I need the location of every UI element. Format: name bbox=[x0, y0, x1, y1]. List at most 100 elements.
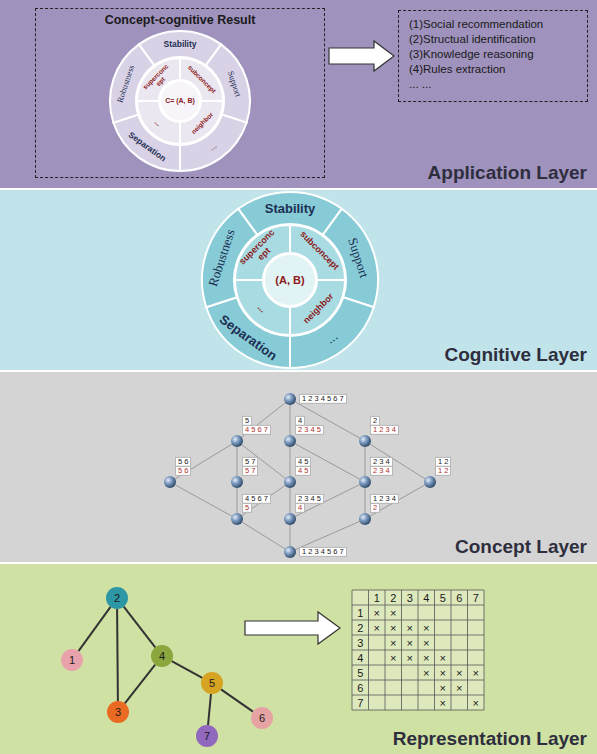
table-mark: × bbox=[423, 621, 429, 633]
vertex-number: 5 bbox=[209, 678, 215, 689]
table-mark: × bbox=[456, 681, 462, 693]
ring-label: Robustness bbox=[116, 64, 137, 104]
lattice-line bbox=[170, 482, 237, 519]
table-header: 2 bbox=[390, 591, 396, 603]
layer-band: Representation Layer1234567 bbox=[0, 564, 597, 754]
graph-edge bbox=[208, 694, 211, 725]
table-header: 1 bbox=[357, 606, 363, 618]
table-mark: × bbox=[440, 696, 446, 708]
graph-edge bbox=[221, 689, 253, 711]
lattice-line bbox=[170, 441, 237, 482]
lattice-line bbox=[290, 482, 365, 519]
table-mark: × bbox=[407, 651, 413, 663]
lattice-extent: 2 3 4 5 bbox=[296, 495, 323, 503]
lattice-intent: 4 5 6 7 bbox=[243, 426, 270, 434]
ring-center-label: C= (A, B) bbox=[163, 97, 197, 105]
ring-label: ... bbox=[323, 329, 340, 347]
table-header: 6 bbox=[456, 591, 462, 603]
lattice-intent: 4 5 bbox=[296, 467, 310, 475]
table-mark: × bbox=[374, 621, 380, 633]
graph-vertex: 7 bbox=[196, 725, 218, 747]
band-fill bbox=[0, 564, 597, 754]
table-grid bbox=[484, 590, 485, 710]
lattice-line bbox=[290, 399, 365, 441]
lattice-sphere bbox=[164, 476, 176, 488]
lattice-intent: 5 6 bbox=[176, 467, 190, 475]
list-item: (2)Structual identification bbox=[409, 32, 577, 47]
lattice-sphere bbox=[231, 513, 243, 525]
table-header: 2 bbox=[357, 621, 363, 633]
ring-center-label: (A, B) bbox=[268, 274, 312, 286]
table-mark: × bbox=[390, 606, 396, 618]
lattice-intent: 5 bbox=[243, 504, 251, 512]
graph-vertex: 1 bbox=[61, 649, 83, 671]
table-header: 5 bbox=[440, 591, 446, 603]
table-grid bbox=[467, 590, 468, 710]
list-item: ... ... bbox=[409, 77, 577, 92]
lattice-sphere bbox=[284, 435, 296, 447]
graph-vertex: 5 bbox=[201, 672, 223, 694]
result-box: Concept-cognitive Result bbox=[35, 8, 325, 178]
list-item: (4)Rules extraction bbox=[409, 62, 577, 77]
lattice-line bbox=[290, 399, 291, 441]
ring-label: Support bbox=[225, 69, 242, 97]
lattice-sphere bbox=[231, 476, 243, 488]
table-ground bbox=[352, 590, 484, 710]
ring-center bbox=[160, 81, 200, 121]
ring-label: Separation bbox=[217, 312, 280, 363]
table-header: 4 bbox=[423, 591, 429, 603]
lattice-extent: 2 bbox=[371, 417, 379, 425]
vertex-number: 1 bbox=[69, 655, 75, 666]
table-mark: × bbox=[473, 696, 479, 708]
table-grid bbox=[434, 590, 435, 710]
lattice-intent: 5 7 bbox=[243, 467, 257, 475]
table-grid bbox=[352, 680, 484, 681]
lattice-intent: 2 bbox=[371, 504, 379, 512]
table-header: 7 bbox=[357, 696, 363, 708]
lattice-intent: 2 3 4 bbox=[371, 467, 392, 475]
lattice-line bbox=[237, 519, 290, 552]
lattice-line bbox=[365, 441, 430, 482]
table-mark: × bbox=[423, 651, 429, 663]
vertex-number: 4 bbox=[159, 651, 165, 662]
lattice-intent: 2 3 4 5 bbox=[296, 426, 323, 434]
block-arrow bbox=[329, 41, 394, 71]
table-header: 6 bbox=[357, 681, 363, 693]
lattice-extent: 1 2 bbox=[436, 458, 450, 466]
table-grid bbox=[352, 695, 484, 696]
table-mark: × bbox=[407, 621, 413, 633]
ring-label: superconc ept bbox=[140, 61, 176, 97]
lattice-extent: 2 3 4 bbox=[371, 458, 392, 466]
lattice-extent: 4 bbox=[296, 417, 304, 425]
lattice-extent: 5 bbox=[243, 417, 251, 425]
lattice-intent: 1 2 3 4 bbox=[371, 426, 398, 434]
ring-label: neighbor bbox=[302, 292, 336, 326]
graph-edge bbox=[116, 609, 119, 701]
graph-vertex: 6 bbox=[251, 707, 273, 729]
table-mark: × bbox=[473, 666, 479, 678]
layer-title: Application Layer bbox=[428, 162, 587, 184]
lattice-line bbox=[237, 399, 290, 441]
table-mark: × bbox=[374, 606, 380, 618]
ring-label: subconcept bbox=[187, 63, 218, 94]
table-header: 3 bbox=[357, 636, 363, 648]
vertex-number: 3 bbox=[115, 707, 121, 718]
graph-edge bbox=[125, 665, 155, 704]
graph-vertex: 3 bbox=[107, 701, 129, 723]
table-grid bbox=[451, 590, 452, 710]
list-item: (3)Knowledge reasoning bbox=[409, 47, 577, 62]
lattice-line bbox=[237, 482, 290, 519]
lattice-extent: 4 5 6 7 bbox=[243, 495, 270, 503]
table-header: 1 bbox=[374, 591, 380, 603]
ring-label: ... bbox=[153, 119, 162, 128]
lattice-line bbox=[365, 482, 430, 519]
application-list: (1)Social recommendation(2)Structual ide… bbox=[398, 10, 588, 102]
ring-label: superconc ept bbox=[236, 226, 287, 277]
lattice-intent: 1 2 bbox=[436, 467, 450, 475]
table-mark: × bbox=[390, 636, 396, 648]
vertex-number: 6 bbox=[259, 713, 265, 724]
layer-title: Representation Layer bbox=[393, 728, 587, 750]
lattice-extent: 1 2 3 4 bbox=[371, 495, 398, 503]
graph-vertex: 4 bbox=[151, 645, 173, 667]
